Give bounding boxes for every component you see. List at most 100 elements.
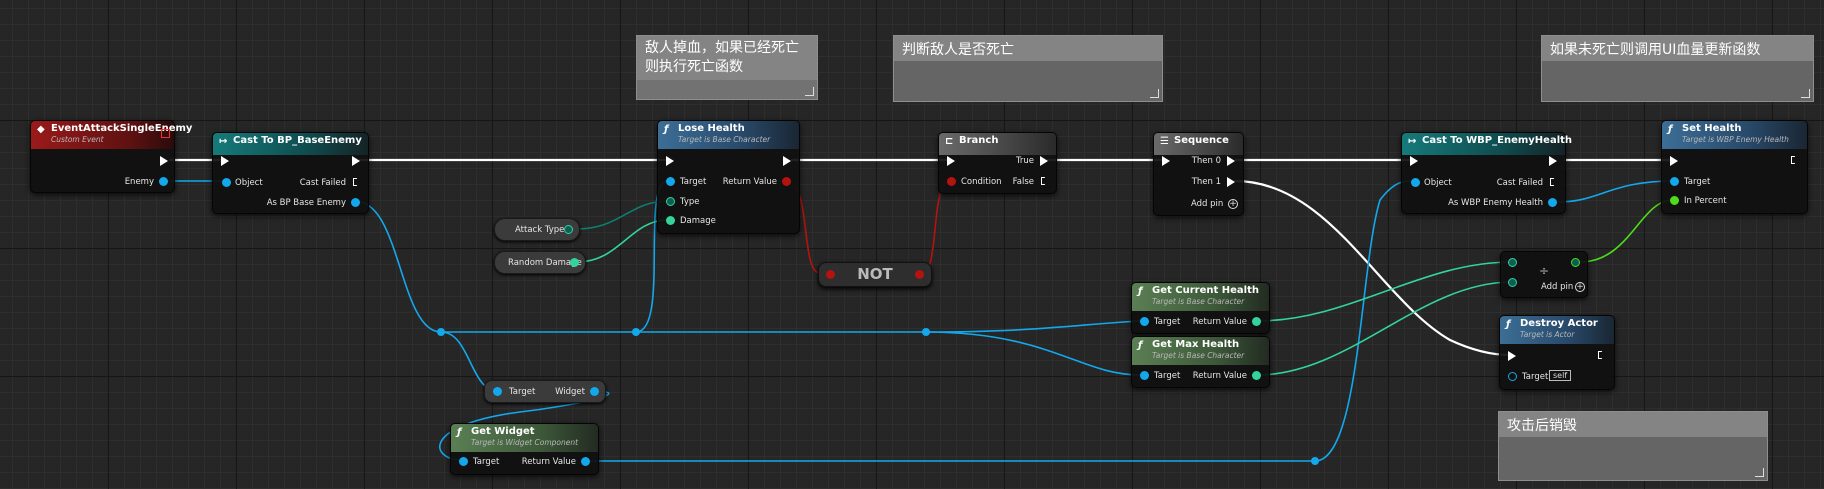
resize-handle-icon[interactable] <box>1755 468 1764 477</box>
variable-label: Attack Type <box>515 225 565 235</box>
damage-input-pin[interactable] <box>666 216 675 225</box>
exec-out-pin[interactable] <box>1791 156 1797 164</box>
cast-arrow-icon: ↦ <box>1408 136 1417 147</box>
add-pin-button[interactable]: Add pin <box>1541 282 1574 292</box>
reroute-node[interactable] <box>437 328 445 336</box>
exec-out-pin[interactable] <box>1598 351 1604 359</box>
cast-to-bp-base-enemy-node[interactable]: ↦ Cast To BP_BaseEnemy Object Cast Faile… <box>212 132 369 214</box>
node-title: Lose Health <box>678 123 745 134</box>
target-input-pin[interactable] <box>1670 177 1679 186</box>
as-bp-base-enemy-pin[interactable] <box>351 198 360 207</box>
get-current-health-node[interactable]: ƒ Get Current Health Target is Base Char… <box>1131 282 1270 334</box>
object-input-pin[interactable] <box>222 178 231 187</box>
exec-out-pin[interactable] <box>1549 156 1557 166</box>
target-input-pin[interactable] <box>459 457 468 466</box>
function-icon: ƒ <box>1506 319 1511 330</box>
target-input-pin[interactable] <box>666 177 675 186</box>
destroy-actor-node[interactable]: ƒ Destroy Actor Target is Actor Target s… <box>1499 315 1615 390</box>
exec-in-pin[interactable] <box>1670 156 1678 166</box>
node-subtitle: Target is Widget Component <box>471 438 579 447</box>
sequence-node[interactable]: ☰ Sequence Then 0 Then 1 Add pin + <box>1153 132 1244 216</box>
function-icon: ƒ <box>1138 340 1143 351</box>
divide-node[interactable]: ÷ Add pin + <box>1500 251 1588 298</box>
random-damage-variable-node[interactable]: Random Damage <box>494 251 586 274</box>
resize-handle-icon[interactable] <box>1801 89 1810 98</box>
return-value-pin[interactable] <box>1252 317 1261 326</box>
node-subtitle: Target is Base Character <box>1152 351 1245 360</box>
target-input-pin[interactable] <box>1140 317 1149 326</box>
enemy-output-pin[interactable] <box>159 177 168 186</box>
comment-is-enemy-dead[interactable]: 判断敌人是否死亡 <box>893 35 1163 102</box>
false-exec-pin[interactable] <box>1041 177 1047 185</box>
quotient-output-pin[interactable] <box>1571 258 1580 267</box>
cast-failed-exec-pin[interactable] <box>1550 178 1556 186</box>
comment-text: 攻击后销毁 <box>1499 412 1767 437</box>
target-input-pin[interactable] <box>1140 371 1149 380</box>
return-value-pin[interactable] <box>1252 371 1261 380</box>
in-percent-input-pin[interactable] <box>1670 196 1679 205</box>
exec-in-pin[interactable] <box>947 156 955 166</box>
target-input-pin[interactable] <box>1508 372 1517 381</box>
exec-in-pin[interactable] <box>666 156 674 166</box>
exec-in-pin[interactable] <box>1508 351 1516 361</box>
exec-in-pin[interactable] <box>1410 156 1418 166</box>
add-pin-plus-icon[interactable]: + <box>1575 282 1585 292</box>
comment-enemy-lose-health[interactable]: 敌人掉血，如果已经死亡则执行死亡函数 <box>636 35 818 100</box>
condition-input-pin[interactable] <box>947 177 956 186</box>
dividend-input-pin[interactable] <box>1508 258 1517 267</box>
object-input-pin[interactable] <box>1411 178 1420 187</box>
resize-handle-icon[interactable] <box>805 87 814 96</box>
get-max-health-node[interactable]: ƒ Get Max Health Target is Base Characte… <box>1131 336 1270 388</box>
variable-label: Random Damage <box>508 258 582 268</box>
reroute-node[interactable] <box>922 328 930 336</box>
type-input-pin[interactable] <box>666 197 675 206</box>
add-pin-button[interactable]: Add pin <box>1191 199 1224 209</box>
attack-type-output-pin[interactable] <box>564 225 573 234</box>
pin-label-then-0: Then 0 <box>1191 156 1221 166</box>
not-output-pin[interactable] <box>915 270 924 279</box>
event-attack-single-enemy-node[interactable]: ◆ EventAttackSingleEnemy Custom Event En… <box>30 120 192 193</box>
then-1-exec-pin[interactable] <box>1227 177 1235 187</box>
not-input-pin[interactable] <box>826 270 835 279</box>
cast-arrow-icon: ↦ <box>219 136 228 147</box>
lose-health-node[interactable]: ƒ Lose Health Target is Base Character T… <box>657 120 800 234</box>
comment-text: 敌人掉血，如果已经死亡则执行死亡函数 <box>637 36 817 80</box>
function-icon: ƒ <box>1668 124 1673 135</box>
not-boolean-node[interactable]: NOT <box>818 262 932 287</box>
pin-label-return-value: Return Value <box>722 177 777 187</box>
resize-handle-icon[interactable] <box>1150 89 1159 98</box>
pin-label-damage: Damage <box>680 216 716 226</box>
branch-node[interactable]: ⊏ Branch True Condition False <box>938 132 1057 194</box>
widget-output-pin[interactable] <box>590 387 599 396</box>
divisor-input-pin[interactable] <box>1508 278 1517 287</box>
exec-out-pin[interactable] <box>160 156 168 166</box>
exec-out-pin[interactable] <box>783 156 791 166</box>
self-value-field[interactable]: self <box>1549 370 1572 381</box>
exec-in-pin[interactable] <box>1162 156 1170 166</box>
true-exec-pin[interactable] <box>1040 156 1048 166</box>
divide-symbol: ÷ <box>1539 264 1550 278</box>
cast-to-wbp-enemy-health-node[interactable]: ↦ Cast To WBP_EnemyHealth Object Cast Fa… <box>1401 132 1572 214</box>
reroute-node[interactable] <box>1311 457 1319 465</box>
comment-update-health-ui[interactable]: 如果未死亡则调用UI血量更新函数 <box>1541 35 1814 102</box>
attack-type-variable-node[interactable]: Attack Type <box>494 218 580 241</box>
return-value-pin[interactable] <box>782 177 791 186</box>
exec-in-pin[interactable] <box>221 156 229 166</box>
pin-label-object: Object <box>235 178 263 188</box>
pin-label-target: Target <box>473 457 500 467</box>
as-wbp-enemy-health-pin[interactable] <box>1548 198 1557 207</box>
random-damage-output-pin[interactable] <box>570 258 579 267</box>
comment-destroy-after-attack[interactable]: 攻击后销毁 <box>1498 411 1768 481</box>
delegate-pin-icon[interactable] <box>161 129 170 138</box>
cast-failed-exec-pin[interactable] <box>353 178 359 186</box>
exec-out-pin[interactable] <box>352 156 360 166</box>
add-pin-plus-icon[interactable]: + <box>1228 199 1238 209</box>
target-input-pin[interactable] <box>493 387 502 396</box>
set-health-node[interactable]: ƒ Set Health Target is WBP Enemy Health … <box>1661 120 1808 214</box>
reroute-node[interactable] <box>632 328 640 336</box>
get-widget-node[interactable]: ƒ Get Widget Target is Widget Component … <box>450 423 599 475</box>
then-0-exec-pin[interactable] <box>1227 156 1235 166</box>
widget-getter-node[interactable]: Target Widget <box>484 380 606 403</box>
return-value-pin[interactable] <box>581 457 590 466</box>
